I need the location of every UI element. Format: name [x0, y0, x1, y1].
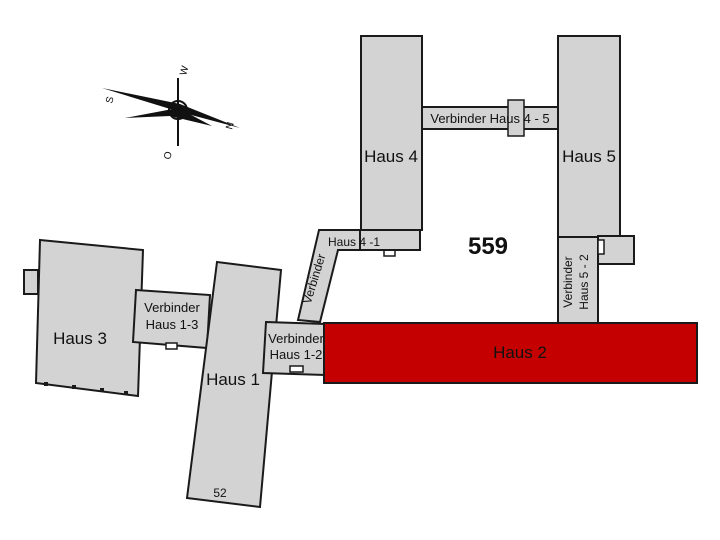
connector-4-1-label: Haus 4 -1 — [328, 235, 380, 249]
connector-1-3-label-line1: Verbinder — [144, 300, 200, 315]
connector-1-3-door — [165, 342, 178, 350]
compass-rose: W S N O — [102, 64, 240, 161]
room-number-label: 52 — [213, 486, 227, 500]
haus-2-label: Haus 2 — [493, 343, 547, 362]
building-haus-3: Haus 3 — [23, 238, 145, 398]
building-haus-1: Haus 1 52 — [185, 260, 283, 509]
connector-1-2-label-line1: Verbinder — [268, 331, 324, 346]
connector-5-2-label-line1: Verbinder — [561, 256, 575, 307]
connector-haus-5-2: Verbinder Haus 5 - 2 — [557, 236, 605, 324]
building-haus-4: Haus 4 — [360, 35, 423, 231]
haus-4-label: Haus 4 — [364, 147, 418, 166]
haus-1-label: Haus 1 — [206, 370, 260, 389]
compass-north-label: N — [224, 121, 236, 131]
connector-5-2-door — [597, 239, 605, 255]
compass-needle-icon — [102, 88, 240, 128]
compass-south-label: S — [104, 95, 116, 105]
haus-5-shape — [557, 35, 621, 238]
building-haus-2: Haus 2 — [323, 322, 698, 384]
building-haus-5: Haus 5 — [557, 35, 635, 265]
connector-1-3-label-line2: Haus 1-3 — [146, 317, 199, 332]
haus-3-annex — [23, 269, 39, 295]
connector-haus-4-1: Haus 4 -1 Verbinder — [296, 229, 421, 324]
haus-1-shape — [185, 260, 283, 509]
connector-1-2-door — [289, 365, 304, 373]
compass-east-label: O — [162, 150, 175, 161]
area-number-label: 559 — [468, 233, 508, 260]
haus-2-shape — [323, 322, 698, 384]
connector-5-2-shape — [557, 236, 599, 324]
connector-1-2-label-line2: Haus 1-2 — [270, 347, 323, 362]
connector-4-5-label: Verbinder Haus 4 - 5 — [430, 111, 549, 126]
connector-4-5-stair — [507, 99, 525, 137]
haus-5-label: Haus 5 — [562, 147, 616, 166]
compass-west-label: W — [178, 64, 191, 77]
connector-haus-4-5: Verbinder Haus 4 - 5 — [421, 99, 559, 137]
haus-4-shape — [360, 35, 423, 231]
haus-3-windows — [44, 382, 128, 395]
haus-3-shape — [34, 238, 145, 398]
connector-5-2-label-line2: Haus 5 - 2 — [577, 254, 591, 310]
connector-haus-1-2: Verbinder Haus 1-2 — [261, 320, 328, 377]
connector-haus-1-3: Verbinder Haus 1-3 — [131, 288, 212, 350]
haus-3-label: Haus 3 — [53, 329, 107, 348]
